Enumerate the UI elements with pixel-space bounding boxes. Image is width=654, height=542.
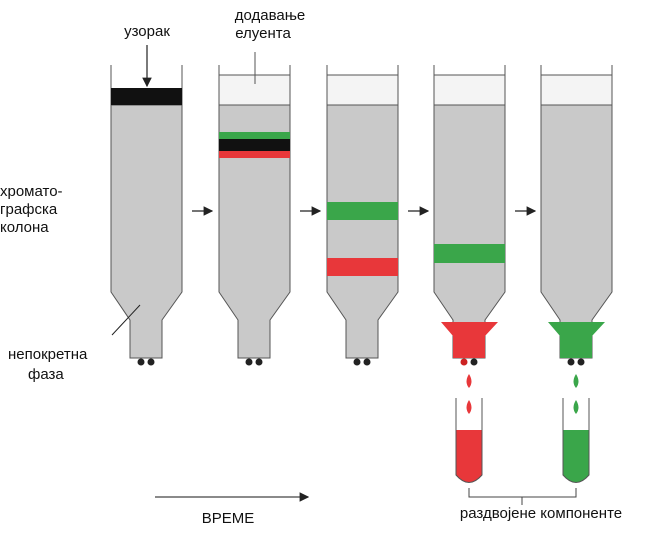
green-drop <box>573 374 579 388</box>
red-eluting-band <box>441 322 498 358</box>
column-3 <box>326 65 399 366</box>
eluent-label-line2: елуента <box>235 25 291 42</box>
test-tube-red <box>455 398 483 483</box>
column-4 <box>433 65 506 388</box>
red-band <box>327 258 398 276</box>
stationary-phase-label-line2: фаза <box>28 366 64 383</box>
red-drop <box>466 400 472 414</box>
outlet-bead <box>567 358 575 366</box>
time-label: ВРЕМЕ <box>202 510 255 527</box>
separated-components-bracket <box>468 488 577 505</box>
outlet-bead <box>363 358 371 366</box>
green-band <box>219 132 290 139</box>
outlet-bead <box>255 358 263 366</box>
eluent-layer <box>433 74 506 106</box>
column-2 <box>218 52 291 366</box>
eluent-layer <box>326 74 399 106</box>
sample-label: узорак <box>124 23 170 40</box>
green-band <box>434 244 505 263</box>
red-drop <box>466 374 472 388</box>
outlet-bead <box>147 358 155 366</box>
column-1 <box>110 65 183 366</box>
column-5 <box>540 65 613 388</box>
stationary-phase-pointer <box>111 304 141 336</box>
sample-band <box>111 88 182 105</box>
green-eluting-band <box>548 322 605 358</box>
green-drop <box>573 400 579 414</box>
outlet-bead <box>353 358 361 366</box>
black-band <box>219 139 290 151</box>
red-band <box>219 151 290 158</box>
column-label-line1: хромато- <box>0 183 63 200</box>
eluent-label-line1: додавање <box>235 7 306 24</box>
outlet-bead <box>577 358 585 366</box>
outlet-bead <box>245 358 253 366</box>
outlet-bead <box>137 358 145 366</box>
separated-components-label: раздвојене компоненте <box>460 505 622 522</box>
column-label-line2: графска <box>0 201 58 218</box>
test-tube-green <box>562 398 590 483</box>
green-band <box>327 202 398 220</box>
column-label-line3: колона <box>0 219 49 236</box>
eluent-layer <box>540 74 613 106</box>
outlet-bead <box>470 358 478 366</box>
stationary-phase-label-line1: непокретна <box>8 346 88 363</box>
outlet-bead <box>460 358 468 366</box>
